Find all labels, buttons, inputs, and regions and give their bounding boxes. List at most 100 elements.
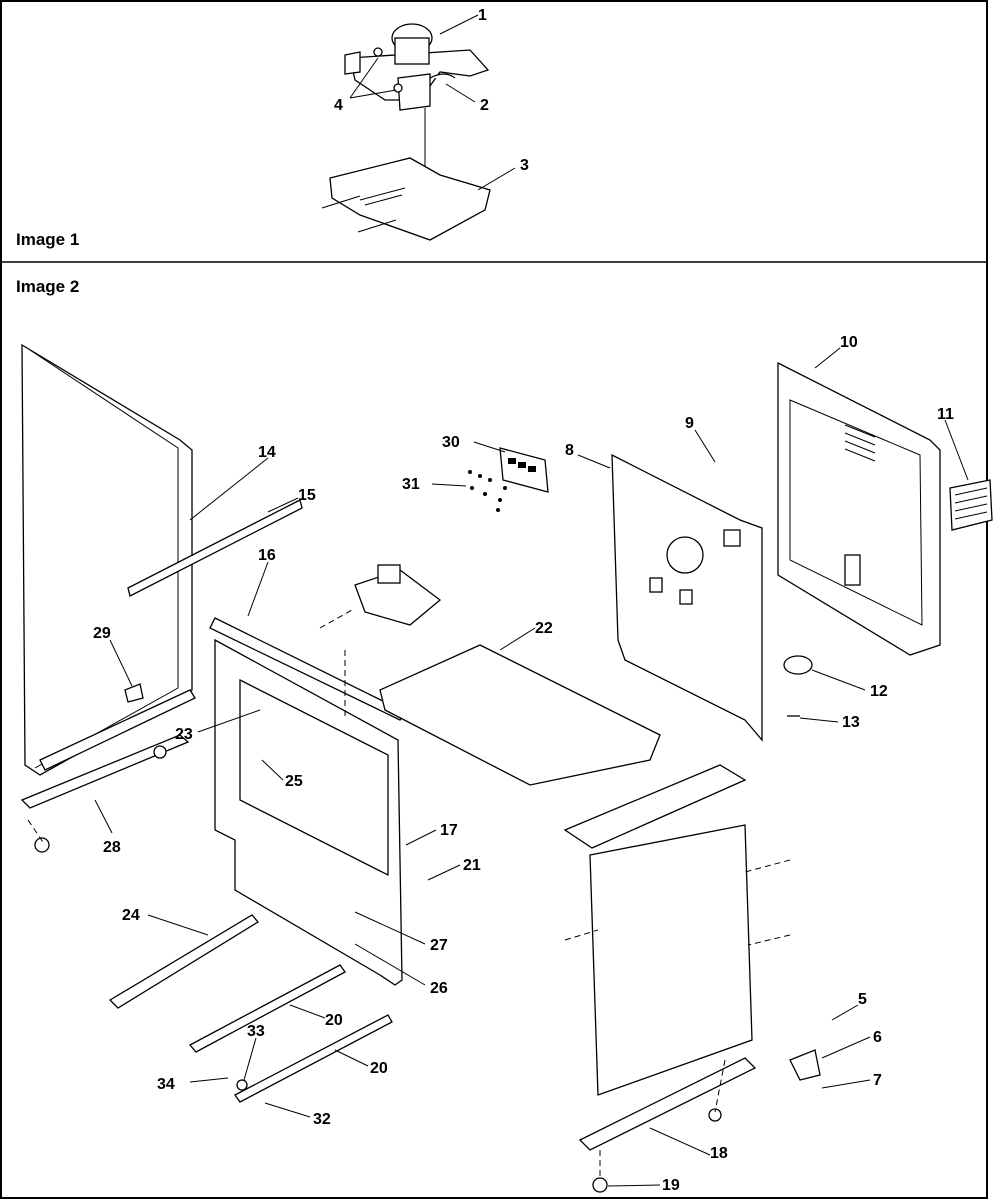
dash-d: [744, 859, 791, 873]
leader-33: [243, 1037, 257, 1081]
left-side-panel: [21, 343, 193, 776]
image-2-label: Image 2: [16, 277, 80, 296]
leader-14: [189, 457, 269, 521]
valve-body: [394, 37, 430, 65]
vent-slats: [954, 487, 988, 520]
valve-bracket-drop: [397, 73, 431, 111]
leader-11: [944, 419, 969, 481]
vent-cover-11: [949, 479, 993, 531]
rail-20-upper: [188, 964, 346, 1053]
callout-1: 1: [478, 7, 487, 24]
callout-26: 26: [430, 980, 448, 997]
leader-23: [197, 709, 261, 733]
left-lower-rail: [39, 689, 196, 771]
callout-17: 17: [440, 822, 458, 839]
callout-9: 9: [685, 415, 694, 432]
leader-34: [189, 1077, 229, 1083]
control-board-30: [499, 447, 549, 493]
callout-30: 30: [442, 434, 460, 451]
leader-6: [821, 1036, 871, 1059]
image-1-assembly: 1 2 3 4: [321, 7, 529, 241]
leader-20b: [334, 1049, 369, 1067]
leveling-leg-19: [592, 1177, 608, 1193]
leader-26: [354, 943, 426, 986]
callout-2: 2: [480, 97, 489, 114]
screw-4a: [373, 47, 383, 57]
rear-panel-cut-b: [679, 589, 693, 605]
dash-f: [564, 929, 599, 941]
leader-30: [473, 441, 506, 453]
callout-34: 34: [157, 1076, 175, 1093]
plate-slot: [359, 187, 406, 201]
callout-18: 18: [710, 1145, 728, 1162]
callout-20-upper: 20: [325, 1012, 343, 1029]
leader-32: [264, 1102, 311, 1118]
leader-29: [109, 639, 133, 687]
callout-33: 33: [247, 1023, 265, 1040]
burner-box-plate: [329, 157, 491, 241]
leader-17: [405, 829, 437, 846]
callout-3: 3: [520, 157, 529, 174]
back-cover-vents: [844, 424, 876, 462]
back-cover-label: [844, 554, 861, 586]
screw-4b: [393, 83, 403, 93]
leader-16: [247, 561, 269, 617]
leveling-leg-left: [34, 837, 50, 853]
leader-12: [811, 669, 866, 691]
leader-2: [445, 83, 476, 103]
callout-20-lower: 20: [370, 1060, 388, 1077]
top-trim-16: [209, 617, 406, 721]
leader-1: [439, 14, 479, 35]
back-cover-inner: [789, 399, 923, 626]
callout-21: 21: [463, 857, 481, 874]
leader-3: [477, 167, 516, 191]
leader-21: [427, 864, 461, 881]
callout-6: 6: [873, 1029, 882, 1046]
rail-15: [127, 499, 303, 597]
callout-32: 32: [313, 1111, 331, 1128]
valve-mid-body: [377, 564, 401, 584]
callout-10: 10: [840, 334, 858, 351]
control-board-chips: [508, 458, 536, 472]
right-side-panel: [589, 824, 753, 1096]
rear-panel-cut-a: [649, 577, 663, 593]
back-cover-10: [777, 361, 941, 656]
leader-19: [607, 1184, 661, 1187]
callout-29: 29: [93, 625, 111, 642]
callout-12: 12: [870, 683, 888, 700]
leader-18: [649, 1127, 711, 1156]
rail-24: [108, 914, 259, 1009]
leveling-leg-right-rear: [708, 1108, 722, 1122]
leader-15: [267, 497, 299, 513]
callout-14: 14: [258, 444, 276, 461]
callout-24: 24: [122, 907, 140, 924]
leader-24: [147, 914, 209, 936]
callout-22: 22: [535, 620, 553, 637]
leader-8: [577, 454, 611, 469]
dash-e: [747, 934, 791, 946]
front-frame-opening: [239, 678, 389, 877]
rear-panel-port: [666, 536, 704, 574]
right-side-top-flange: [563, 764, 747, 849]
leader-31: [431, 483, 467, 487]
screws-31: [468, 470, 507, 512]
leader-25: [261, 759, 284, 781]
part-29: [124, 683, 144, 703]
leader-27: [354, 911, 426, 945]
leader-28: [94, 799, 113, 834]
valve-tube-2: [429, 73, 456, 79]
callout-23: 23: [175, 726, 193, 743]
leveling-leg-left-rear: [153, 745, 167, 759]
plate-lead-line-b: [357, 219, 397, 233]
callout-13: 13: [842, 714, 860, 731]
leader-4a: [349, 57, 379, 99]
plate-slot-2: [364, 194, 403, 206]
callout-31: 31: [402, 476, 420, 493]
callout-5: 5: [858, 991, 867, 1008]
grommet-12: [783, 655, 813, 675]
bracket-6: [789, 1049, 821, 1081]
leader-9: [694, 429, 716, 463]
leader-13: [799, 717, 839, 723]
burner-box-22: [379, 644, 661, 786]
